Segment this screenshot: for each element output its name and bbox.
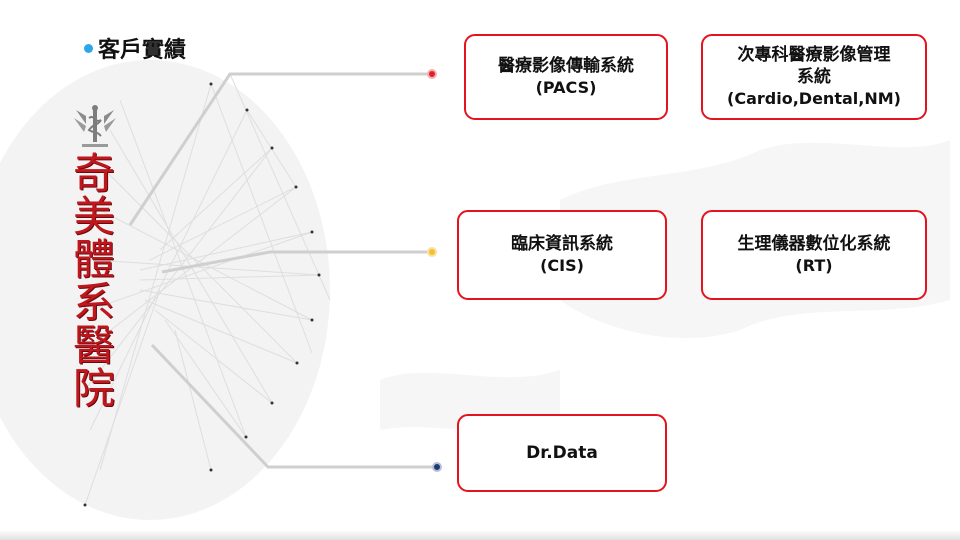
hospital-name-char: 體 — [72, 235, 115, 284]
system-box-rt[interactable]: 生理儀器數位化系統 (RT) — [701, 210, 927, 300]
connector-cis — [161, 250, 432, 274]
bottom-shadow — [0, 530, 960, 540]
system-subtitle: (RT) — [795, 256, 833, 275]
connector-pacs — [128, 72, 432, 226]
connector-dot-navy — [432, 462, 442, 472]
connector-drdata — [150, 343, 437, 469]
connector-dot-yellow — [427, 247, 437, 257]
system-subtitle: (Cardio,Dental,NM) — [727, 89, 901, 108]
background-mesh-dots — [83, 82, 321, 507]
section-title-text: 客戶實績 — [98, 38, 187, 63]
hospital-name-char: 醫 — [72, 321, 115, 370]
system-box-drdata[interactable]: Dr.Data — [457, 414, 667, 492]
system-title: 醫療影像傳輸系統 — [498, 56, 634, 76]
bullet-icon — [84, 43, 93, 53]
hospital-name: 奇 美 體 系 醫 院 — [68, 152, 120, 410]
connector-dot-red — [427, 69, 437, 79]
system-title: Dr.Data — [526, 443, 598, 463]
system-title-line1: 次專科醫療影像管理 — [737, 45, 891, 65]
hospital-logo — [74, 105, 116, 147]
system-title-line2: 系統 — [797, 67, 831, 87]
hospital-name-char: 系 — [72, 278, 115, 327]
system-box-cis[interactable]: 臨床資訊系統 (CIS) — [457, 210, 667, 300]
section-title: 客戶實績 — [84, 32, 186, 64]
hospital-name-char: 院 — [72, 364, 115, 413]
system-title: 生理儀器數位化系統 — [737, 234, 891, 254]
system-box-subspecialty-imaging[interactable]: 次專科醫療影像管理 系統 (Cardio,Dental,NM) — [701, 34, 927, 120]
system-title: 臨床資訊系統 — [511, 234, 613, 254]
hospital-name-char: 奇 — [72, 149, 115, 198]
background-circle — [0, 60, 330, 520]
hospital-name-char: 美 — [72, 192, 115, 241]
system-subtitle: (PACS) — [535, 78, 597, 97]
system-subtitle: (CIS) — [540, 256, 584, 275]
system-box-pacs[interactable]: 醫療影像傳輸系統 (PACS) — [464, 34, 668, 120]
